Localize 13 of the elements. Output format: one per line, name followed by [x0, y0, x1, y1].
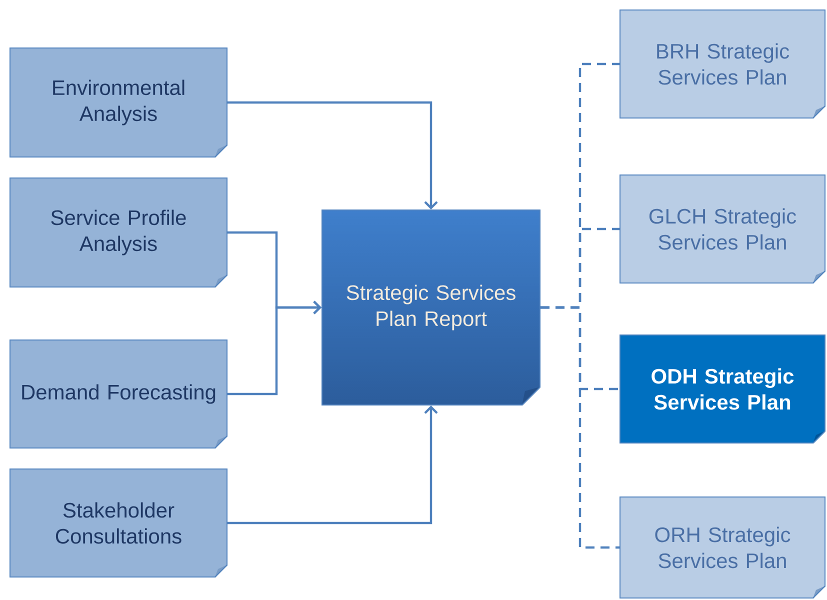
- note-box: Environmental Analysis: [10, 48, 228, 158]
- connector: [228, 300, 322, 396]
- note-box: Stakeholder Consultations: [10, 468, 228, 578]
- connector: [540, 306, 620, 549]
- note-box: ORH Strategic Services Plan: [620, 496, 826, 599]
- note-box: BRH Strategic Services Plan: [620, 10, 826, 119]
- connector: [228, 406, 438, 524]
- report-box: Strategic Services Plan Report: [322, 210, 541, 406]
- connector: [228, 101, 438, 210]
- note-box: GLCH Strategic Services Plan: [620, 174, 826, 284]
- note-box: Demand Forecasting: [10, 340, 228, 449]
- note-box: Service Profile Analysis: [10, 178, 228, 288]
- note-box: ODH Strategic Services Plan: [620, 334, 826, 444]
